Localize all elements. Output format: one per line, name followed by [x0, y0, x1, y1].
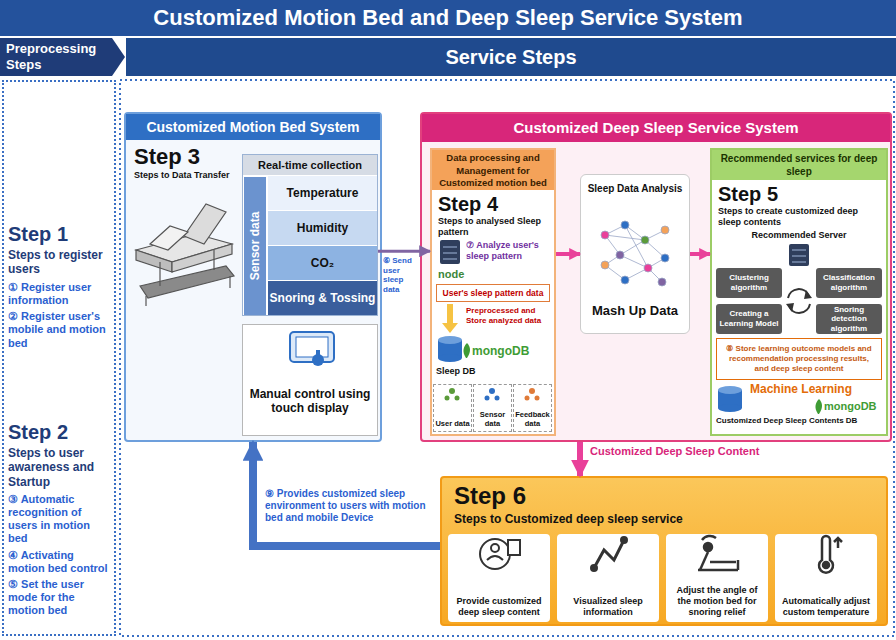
node-text: Machine Learning	[750, 382, 852, 396]
sensor-row: Snoring & Tossing	[268, 281, 377, 315]
title-bar: Customized Motion Bed and Deep Sleep Ser…	[0, 0, 896, 36]
algorithm-box: Creating a Learning Model	[716, 304, 782, 334]
algorithm-box: Snoring detection algorithm	[816, 304, 882, 334]
node-text: Real-time collection	[243, 155, 377, 175]
node-text: Temperature	[287, 186, 359, 200]
step-box: Recommended services for deep sleepStep …	[710, 148, 888, 436]
node-text: Steps to analysed Sleep pattern	[438, 216, 550, 238]
service-card: Automatically adjust custom temperature	[775, 534, 877, 622]
step-region: Step 1Steps to register users ① Register …	[2, 80, 116, 636]
node-text: Step 5	[718, 182, 778, 206]
node-text: Steps to Data Transfer	[134, 170, 234, 181]
step-box: Data processing and Management for Custo…	[430, 148, 556, 436]
connector-arrow	[253, 442, 440, 546]
node-text: Humidity	[297, 221, 348, 235]
node-text: node	[438, 268, 464, 281]
node-text: Customized Deep Sleep Contents DB	[716, 416, 882, 426]
node-text: Visualized sleep information	[561, 596, 655, 618]
node-text: Steps to register users	[8, 248, 111, 277]
node-text: Sensor data	[244, 177, 266, 315]
algorithm-box: Classification algorithm	[816, 268, 882, 298]
data-item: Sensor data	[473, 384, 512, 432]
service-panel: Customized Deep Sleep Service SystemData…	[420, 112, 892, 442]
node-text: Step 2	[8, 420, 111, 444]
node-text: Data processing and Management for Custo…	[432, 150, 554, 190]
node-text: ⑦ Analyze user's sleep pattern	[466, 240, 552, 262]
node-text: User's sleep pattern data	[443, 288, 544, 298]
node-text: ③ Automatic recognition of users in moti…	[8, 493, 111, 546]
node-text: ④ Activating motion bed control	[8, 549, 111, 575]
node-text: Preprocessed and Store analyzed data	[466, 306, 552, 326]
service-card: Provide customized deep sleep content	[448, 534, 550, 622]
node-text: Sleep DB	[436, 366, 476, 377]
algorithm-box: Clustering algorithm	[716, 268, 782, 298]
sensor-row: Temperature	[268, 176, 377, 210]
node-text: Feedback data	[514, 410, 551, 428]
edge-label: Customized Deep Sleep Content	[590, 445, 770, 458]
node-text: Manual control using touch display	[247, 387, 373, 416]
node-text: ② Register user's mobile and motion bed	[8, 310, 111, 350]
node-text: mongoDB	[472, 344, 529, 358]
node-text: User data	[435, 419, 469, 428]
service-card: Adjust the angle of the motion bed for s…	[666, 534, 768, 622]
node-text: Customized Motion Bed System	[126, 114, 380, 140]
analysis-box: Sleep Data AnalysisMash Up Data	[580, 174, 690, 334]
sensor-table: Real-time collectionSensor data Temperatu…	[242, 154, 378, 316]
node-text: Classification algorithm	[818, 273, 880, 292]
node-text: Adjust the angle of the motion bed for s…	[670, 585, 764, 618]
node-text: Creating a Learning Model	[718, 309, 780, 328]
node-text: Recommended services for deep sleep	[712, 150, 886, 180]
node-text: Sensor data	[474, 410, 511, 428]
node-text: Step 3	[134, 144, 200, 170]
connector-arrow	[577, 442, 583, 476]
node-text: Preprocessing Steps	[6, 41, 112, 73]
service-region	[120, 80, 894, 636]
store-box: ⑧ Store learning outcome models and reco…	[716, 338, 882, 380]
service-box: Step 6Steps to Customized deep sleep ser…	[440, 476, 888, 626]
node-text: Recommended Server	[712, 230, 886, 241]
edge-label: ⑥ Send user sleep data	[383, 256, 419, 294]
node-text: Step 4	[438, 192, 498, 216]
node-text: Steps to create customized deep sleep co…	[718, 206, 882, 228]
node-text: CO₂	[311, 256, 334, 270]
data-item: Feedback data	[513, 384, 552, 432]
node-text: Sleep Data Analysis	[581, 183, 689, 195]
touch-panel: Manual control using touch display	[242, 324, 378, 436]
node-text: Automatically adjust custom temperature	[779, 596, 873, 618]
node-text: Snoring detection algorithm	[818, 305, 880, 334]
data-box: User's sleep pattern data	[436, 284, 550, 302]
sensor-row: Humidity	[268, 211, 377, 245]
sensor-row: CO₂	[268, 246, 377, 280]
node-text: mongoDB	[824, 400, 877, 413]
node-text: Steps to user awareness and Startup	[8, 446, 111, 489]
edge-label: ⑨ Provides customized sleep environment …	[265, 488, 435, 524]
node-text: Customized Deep Sleep Service System	[422, 114, 890, 142]
system-panel: Customized Motion Bed SystemStep 3Steps …	[124, 112, 382, 442]
node-text: Snoring & Tossing	[270, 291, 376, 305]
node-text: ① Register user information	[8, 281, 111, 307]
banner-bar: Service Steps	[126, 38, 896, 76]
node-text: Clustering algorithm	[718, 273, 780, 292]
node-text: Steps to Customized deep sleep service	[454, 512, 683, 526]
node-text: Mash Up Data	[581, 303, 689, 319]
banner-arrow: Preprocessing Steps	[0, 38, 125, 76]
node-text: Service Steps	[126, 38, 896, 76]
node-text: Step 6	[454, 482, 526, 511]
node-text: Provide customized deep sleep content	[452, 596, 546, 618]
node-text: Step 1	[8, 222, 111, 246]
service-card: Visualized sleep information	[557, 534, 659, 622]
data-item: User data	[433, 384, 472, 432]
node-text: ⑤ Set the user mode for the motion bed	[8, 578, 111, 618]
node-text: ⑧ Store learning outcome models and reco…	[721, 344, 877, 374]
